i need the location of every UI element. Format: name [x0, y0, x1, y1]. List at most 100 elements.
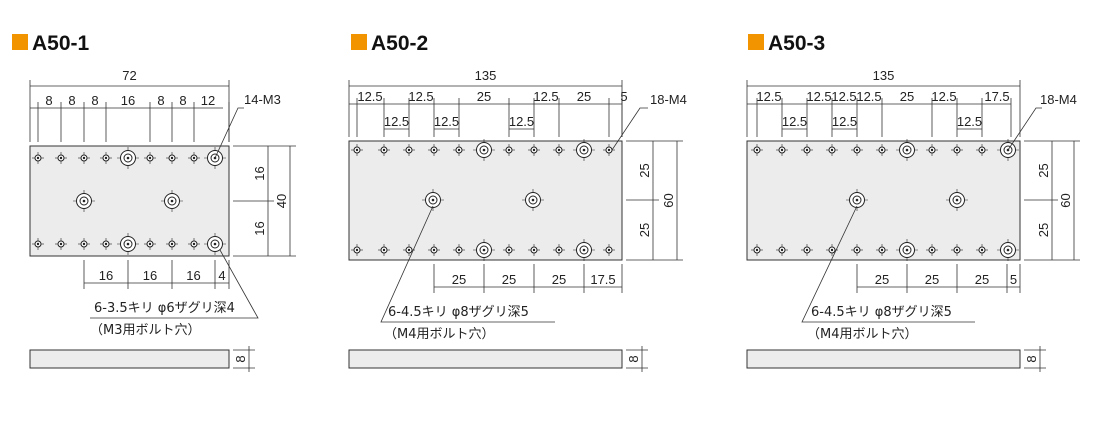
sub-pitch-label: 12.5: [509, 114, 534, 129]
tapped-hole-core: [830, 248, 834, 252]
tapped-hole: [100, 238, 112, 250]
tapped-hole: [55, 238, 67, 250]
tapped-hole-core: [557, 148, 561, 152]
tapped-hole-core: [148, 156, 152, 160]
tapped-hole: [378, 244, 390, 256]
counterbore-core: [1006, 248, 1010, 252]
tapped-hole: [403, 144, 415, 156]
overall-height-label: 60: [661, 193, 676, 207]
tapped-hole: [428, 244, 440, 256]
tapped-hole-core: [955, 148, 959, 152]
tapped-hole-core: [36, 242, 40, 246]
counterbore-core: [905, 148, 909, 152]
bottom-pitch-label: 25: [975, 272, 989, 287]
tapped-hole-core: [170, 156, 174, 160]
overall-width-label: 72: [122, 68, 136, 83]
tapped-hole-core: [532, 148, 536, 152]
part-title: A50-2: [371, 32, 428, 55]
plate-top-view: [746, 140, 1021, 261]
counterbore-note-sub: （M4用ボルト穴）: [807, 327, 918, 342]
part-title: A50-3: [768, 32, 825, 55]
sub-pitch-label: 12.5: [782, 114, 807, 129]
bottom-pitch-label: 25: [552, 272, 566, 287]
tapped-hole-core: [59, 242, 63, 246]
counterbore-hole: [161, 190, 183, 212]
tapped-hole-core: [955, 248, 959, 252]
pitch-label: 12.5: [408, 89, 433, 104]
pitch-label: 8: [91, 93, 98, 108]
counterbore-hole: [73, 190, 95, 212]
pitch-v-label: 25: [637, 163, 652, 177]
sub-pitch-label: 12.5: [434, 114, 459, 129]
counterbore-hole: [422, 189, 444, 211]
tapped-hole-core: [855, 248, 859, 252]
tapped-hole-core: [407, 148, 411, 152]
pitch-label: 25: [577, 89, 591, 104]
tapped-hole: [528, 144, 540, 156]
title-marker: [748, 34, 764, 50]
counterbore-core: [126, 156, 130, 160]
pitch-label: 12.5: [357, 89, 382, 104]
pitch-label: 25: [900, 89, 914, 104]
tapped-hole-core: [82, 242, 86, 246]
tapped-hole-core: [382, 248, 386, 252]
sub-pitch-label: 12.5: [384, 114, 409, 129]
tapped-hole-core: [382, 148, 386, 152]
tapped-hole: [166, 152, 178, 164]
counterbore-hole: [573, 139, 595, 161]
tapped-hole-core: [192, 156, 196, 160]
tapped-hole-core: [805, 148, 809, 152]
tapped-hole: [100, 152, 112, 164]
counterbore-leader: [801, 205, 975, 323]
counterbore-core: [482, 148, 486, 152]
pitch-v-label: 25: [637, 223, 652, 237]
tapped-hole-core: [855, 148, 859, 152]
pitch-label: 16: [121, 93, 135, 108]
tapped-hole: [55, 152, 67, 164]
tapped-hole: [78, 152, 90, 164]
tapped-hole-core: [407, 248, 411, 252]
tapped-hole-core: [532, 248, 536, 252]
counterbore-core: [855, 198, 859, 202]
bottom-pitch-label: 16: [186, 268, 200, 283]
tapped-hole: [751, 144, 763, 156]
tapped-hole-core: [805, 248, 809, 252]
pitch-label: 25: [477, 89, 491, 104]
pitch-label: 17.5: [984, 89, 1009, 104]
counterbore-note: 6-4.5キリ φ8ザグリ深5: [388, 305, 529, 320]
counterbore-core: [213, 242, 217, 246]
tapped-hole: [751, 244, 763, 256]
tapped-hole-core: [780, 248, 784, 252]
pitch-label: 12.5: [831, 89, 856, 104]
pitch-label: 8: [179, 93, 186, 108]
counterbore-note: 6-4.5キリ φ8ザグリ深5: [811, 305, 952, 320]
tapped-hole-core: [36, 156, 40, 160]
counterbore-hole: [573, 239, 595, 261]
pitch-label: 12.5: [856, 89, 881, 104]
plate-side-view: [348, 349, 623, 369]
counterbore-core: [482, 248, 486, 252]
tapped-hole: [144, 238, 156, 250]
counterbore-core: [905, 248, 909, 252]
counterbore-core: [582, 248, 586, 252]
tapped-hole: [188, 152, 200, 164]
tapped-hole-core: [457, 248, 461, 252]
counterbore-hole: [473, 239, 495, 261]
tapped-hole-core: [755, 148, 759, 152]
counterbore-hole: [117, 233, 139, 255]
bottom-pitch-label: 4: [218, 268, 225, 283]
pitch-v-label: 25: [1036, 223, 1051, 237]
pitch-label: 5: [620, 89, 627, 104]
tapped-hole: [32, 152, 44, 164]
counterbore-hole: [117, 147, 139, 169]
thickness-label: 8: [626, 355, 641, 362]
counterbore-hole: [522, 189, 544, 211]
tapped-hole: [378, 144, 390, 156]
tapped-hole: [32, 238, 44, 250]
tapped-hole: [603, 244, 615, 256]
tapped-hole-core: [780, 148, 784, 152]
tapped-hole-core: [104, 156, 108, 160]
tapped-hole-core: [432, 148, 436, 152]
